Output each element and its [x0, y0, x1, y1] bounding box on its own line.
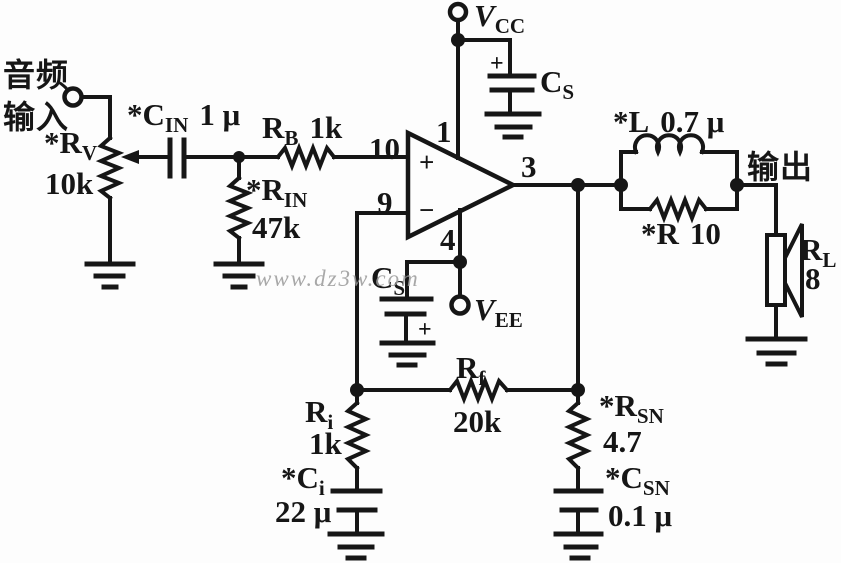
- resistor-r-damping: [619, 183, 739, 224]
- ri-value: 1k: [309, 426, 342, 461]
- resistor-rf: [355, 375, 580, 405]
- opamp-noninverting-sign: +: [419, 147, 435, 177]
- pin-4-label: 4: [440, 222, 456, 257]
- capacitor-cin: [167, 137, 187, 179]
- ground-symbol-csn: [553, 531, 604, 561]
- vee-terminal: [449, 260, 471, 316]
- ri-label: Ri: [305, 394, 334, 435]
- csn-label: *CSN: [605, 460, 670, 501]
- rsn-value: 4.7: [603, 424, 642, 459]
- resistor-rb: [275, 142, 410, 172]
- ci-label: *Ci: [281, 460, 325, 501]
- ground-symbol-cs-bottom: [379, 340, 436, 368]
- capacitor-ci: [330, 488, 383, 534]
- pin-3-label: 3: [521, 149, 537, 184]
- resistor-ri: [343, 388, 371, 491]
- ci-value: 22 μ: [275, 494, 332, 529]
- supply-cap-cs-bottom: [379, 260, 462, 343]
- ground-symbol-ci: [327, 531, 385, 561]
- speaker-rl: [765, 223, 804, 340]
- watermark: www.dz3w.com: [256, 266, 420, 291]
- rv-label: *RV: [44, 125, 98, 166]
- pin-10-label: 10: [369, 131, 400, 166]
- ground-symbol-speaker: [745, 336, 808, 367]
- rin-label: *RIN: [246, 172, 308, 213]
- vee-label: VEE: [474, 292, 523, 333]
- audio-input-label: 音频 输入: [3, 57, 70, 135]
- ground-symbol-rv: [84, 261, 136, 290]
- cs-bottom-label: CS: [371, 260, 406, 301]
- csn-value: 0.1 μ: [608, 498, 673, 533]
- pin-9-label: 9: [377, 185, 393, 220]
- resistor-rsn: [564, 388, 592, 491]
- ground-symbol-rin: [213, 261, 265, 290]
- inverting-feedback-wire: [355, 211, 410, 392]
- supply-cap-cs-top: [456, 38, 537, 114]
- pin-1-label: 1: [436, 114, 452, 149]
- rl-label: RL: [800, 232, 837, 273]
- cs-top-polarity: +: [490, 51, 504, 77]
- junction-dots: [233, 33, 744, 397]
- wiper-arrow-icon: [121, 150, 139, 164]
- rv-value: 10k: [45, 166, 94, 201]
- rf-label: Rf: [456, 350, 486, 391]
- opamp-triangle: [355, 38, 519, 392]
- ground-symbol-cs-top: [484, 111, 542, 140]
- rin-value: 47k: [252, 210, 301, 245]
- inductor-l: [619, 133, 739, 187]
- speaker-cone-icon: [783, 223, 804, 318]
- cs-top-label: CS: [540, 64, 575, 105]
- output-label: 输出: [747, 149, 814, 185]
- audio-input-terminal: [62, 86, 112, 140]
- rf-value: 20k: [453, 404, 502, 439]
- capacitor-csn: [553, 488, 604, 534]
- potentiometer-rv: [95, 135, 172, 264]
- wire-to-speaker: [735, 183, 778, 237]
- opamp-inverting-sign: −: [419, 195, 435, 225]
- rl-value: 8: [805, 261, 821, 296]
- cs-bottom-polarity: +: [418, 317, 432, 343]
- vcc-label: VCC: [474, 0, 526, 39]
- rsn-label: *RSN: [599, 388, 664, 429]
